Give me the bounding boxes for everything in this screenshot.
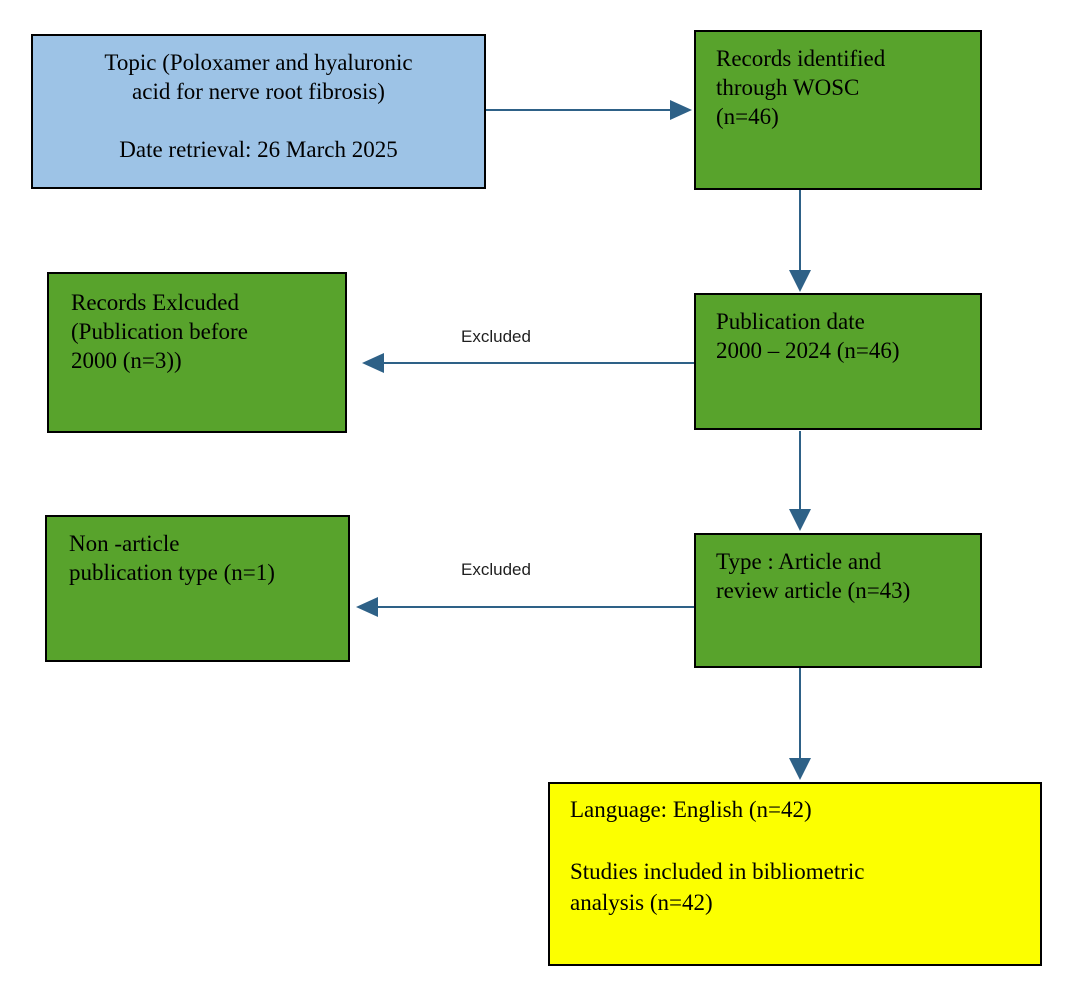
node-language-included-line bbox=[570, 825, 1030, 856]
node-records-identified-line: (n=46) bbox=[716, 104, 779, 129]
node-records-identified-line: through WOSC bbox=[716, 75, 860, 100]
node-language-included-line: analysis (n=42) bbox=[570, 890, 713, 915]
node-topic-line: Date retrieval: 26 March 2025 bbox=[119, 137, 398, 162]
node-records-excluded-line: 2000 (n=3)) bbox=[71, 348, 182, 373]
node-topic-line: acid for nerve root fibrosis) bbox=[132, 79, 385, 104]
node-publication-date-line: Publication date bbox=[716, 309, 865, 334]
node-records-excluded: Records Exlcuded (Publication before 200… bbox=[47, 272, 347, 433]
node-language-included-line: Studies included in bibliometric bbox=[570, 859, 865, 884]
node-topic: Topic (Poloxamer and hyaluronic acid for… bbox=[31, 34, 486, 189]
arrow-records-to-pubdate-head bbox=[789, 270, 811, 292]
arrow-pubdate-to-type-head bbox=[789, 509, 811, 531]
node-type-article-line: review article (n=43) bbox=[716, 578, 911, 603]
excluded-label-2: Excluded bbox=[461, 560, 531, 579]
node-non-article: Non -article publication type (n=1) bbox=[45, 515, 350, 662]
node-topic-line bbox=[33, 106, 484, 135]
arrow-type-to-language-head bbox=[789, 758, 811, 780]
node-records-excluded-line: Records Exlcuded bbox=[71, 290, 239, 315]
excluded-label-1: Excluded bbox=[461, 327, 531, 346]
node-language-included: Language: English (n=42) Studies include… bbox=[548, 782, 1042, 966]
node-topic-line: Topic (Poloxamer and hyaluronic bbox=[104, 50, 413, 75]
arrow-topic-to-records-head bbox=[670, 100, 692, 120]
node-non-article-line: Non -article bbox=[69, 531, 180, 556]
node-type-article: Type : Article and review article (n=43) bbox=[694, 533, 982, 668]
node-non-article-line: publication type (n=1) bbox=[69, 560, 275, 585]
node-publication-date: Publication date 2000 – 2024 (n=46) bbox=[694, 293, 982, 430]
arrow-type-to-nonarticle-head bbox=[356, 597, 378, 617]
arrow-pubdate-to-excluded-head bbox=[362, 353, 384, 373]
node-publication-date-line: 2000 – 2024 (n=46) bbox=[716, 338, 900, 363]
node-records-identified-line: Records identified bbox=[716, 46, 886, 71]
node-language-included-line: Language: English (n=42) bbox=[570, 797, 812, 822]
node-type-article-line: Type : Article and bbox=[716, 549, 882, 574]
node-records-excluded-line: (Publication before bbox=[71, 319, 248, 344]
node-records-identified: Records identified through WOSC (n=46) bbox=[694, 30, 982, 190]
